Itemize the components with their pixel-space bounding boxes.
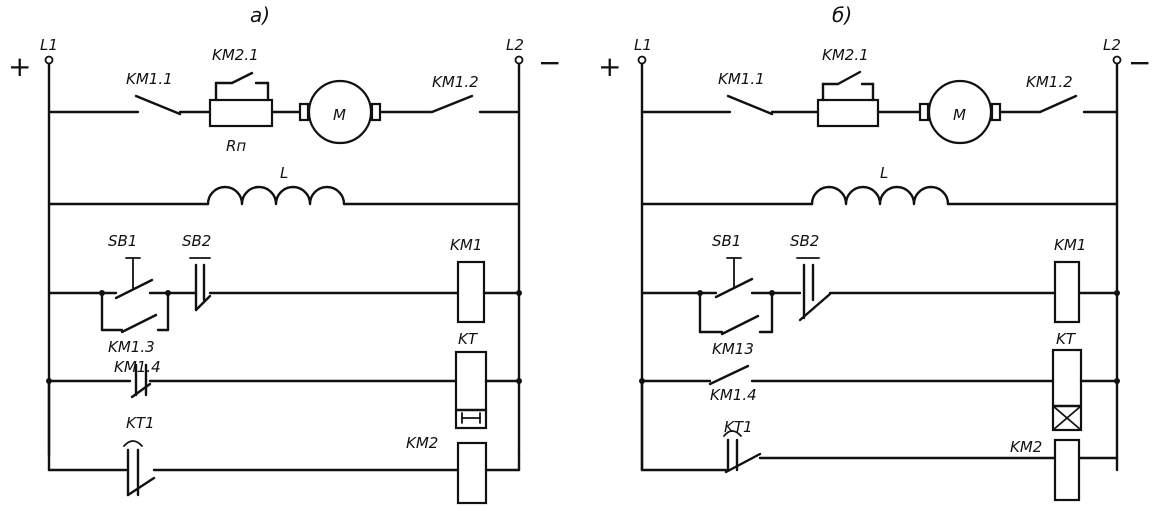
contact-km1-2 bbox=[1038, 94, 1078, 114]
coil-km2 bbox=[1053, 438, 1081, 502]
label-kt1: KT1 bbox=[724, 418, 753, 436]
label-sb1: SB1 bbox=[108, 232, 137, 250]
plus-sign: + bbox=[598, 50, 621, 83]
label-motor: M bbox=[333, 106, 346, 124]
label-km2: KM2 bbox=[406, 434, 438, 452]
label-km1-1: KM1.1 bbox=[718, 70, 765, 88]
label-km2: KM2 bbox=[1010, 438, 1042, 456]
contact-km2-1 bbox=[230, 71, 254, 85]
terminal-l1 bbox=[637, 55, 647, 65]
resistor-rp bbox=[208, 98, 274, 128]
label-sb1: SB1 bbox=[712, 232, 741, 250]
terminal-l2 bbox=[1112, 55, 1122, 65]
caption-a: а) bbox=[250, 3, 270, 27]
label-km1-4: KM1.4 bbox=[710, 386, 757, 404]
caption-b: б) bbox=[832, 3, 852, 27]
label-km1-4: KM1.4 bbox=[114, 358, 161, 376]
schematic-a: а) + − L1 L2 bbox=[8, 3, 561, 505]
row-timer-a: KM1.4 KT bbox=[46, 330, 522, 430]
label-km2-1: KM2.1 bbox=[822, 46, 869, 64]
coil-kt bbox=[1051, 348, 1083, 432]
label-rp: Rп bbox=[226, 137, 246, 155]
label-km1-3: KM1.3 bbox=[108, 338, 155, 356]
button-sb1 bbox=[114, 278, 154, 300]
label-kt: KT bbox=[1056, 330, 1077, 348]
row-accel-a: KT1 KM2 bbox=[47, 379, 521, 505]
coil-km2 bbox=[456, 441, 488, 505]
motor-brush-left bbox=[298, 102, 310, 122]
row-power-a: KM1.1 KM2.1 Rп M KM1.2 bbox=[47, 46, 521, 155]
label-sb2: SB2 bbox=[182, 232, 211, 250]
label-km1-2: KM1.2 bbox=[432, 73, 479, 91]
contact-km1-1 bbox=[134, 94, 182, 116]
coil-kt bbox=[454, 350, 488, 430]
label-l1: L1 bbox=[634, 36, 652, 54]
terminal-l1 bbox=[44, 55, 54, 65]
label-km1: KM1 bbox=[450, 236, 482, 254]
resistor-rp bbox=[816, 98, 880, 128]
contact-km1-4 bbox=[708, 364, 750, 386]
schematic-b: б) + − L1 L2 KM1.1 KM2.1 bbox=[598, 3, 1151, 502]
label-l2: L2 bbox=[506, 36, 524, 54]
contact-km1-1 bbox=[726, 94, 774, 116]
contact-km1-2 bbox=[430, 94, 474, 114]
minus-sign: − bbox=[1128, 46, 1151, 79]
contact-km1-3 bbox=[720, 314, 760, 336]
row-field-a: L bbox=[47, 164, 521, 206]
coil-km1 bbox=[1053, 260, 1081, 324]
label-km2-1: KM2.1 bbox=[212, 46, 259, 64]
contact-km1-3 bbox=[120, 313, 158, 334]
label-km1: KM1 bbox=[1054, 236, 1086, 254]
row-start-a: SB1 SB2 KM1 KM1.3 bbox=[47, 232, 522, 356]
inductor-l bbox=[206, 185, 346, 206]
label-l1: L1 bbox=[40, 36, 58, 54]
row-field-b: L bbox=[640, 164, 1119, 206]
motor-brush-left bbox=[918, 102, 930, 122]
label-km1-1: KM1.1 bbox=[126, 70, 173, 88]
label-kt1: KT1 bbox=[126, 414, 155, 432]
inductor-l bbox=[810, 185, 950, 206]
contact-km2-1 bbox=[836, 70, 862, 86]
label-km1-2: KM1.2 bbox=[1026, 73, 1073, 91]
terminal-l2 bbox=[514, 55, 524, 65]
label-l2: L2 bbox=[1103, 36, 1121, 54]
coil-km1 bbox=[456, 260, 486, 324]
label-motor: M bbox=[953, 106, 966, 124]
label-kt: KT bbox=[458, 330, 479, 348]
plus-sign: + bbox=[8, 50, 31, 83]
label-inductor: L bbox=[280, 164, 288, 182]
minus-sign: − bbox=[538, 46, 561, 79]
label-inductor: L bbox=[880, 164, 888, 182]
label-km1-3: KM13 bbox=[712, 340, 754, 358]
row-power-b: KM1.1 KM2.1 M KM1.2 bbox=[640, 46, 1119, 145]
row-accel-b: KT1 KM2 bbox=[640, 379, 1119, 502]
row-start-b: SB1 SB2 KM1 KM13 bbox=[640, 232, 1120, 358]
label-sb2: SB2 bbox=[790, 232, 819, 250]
